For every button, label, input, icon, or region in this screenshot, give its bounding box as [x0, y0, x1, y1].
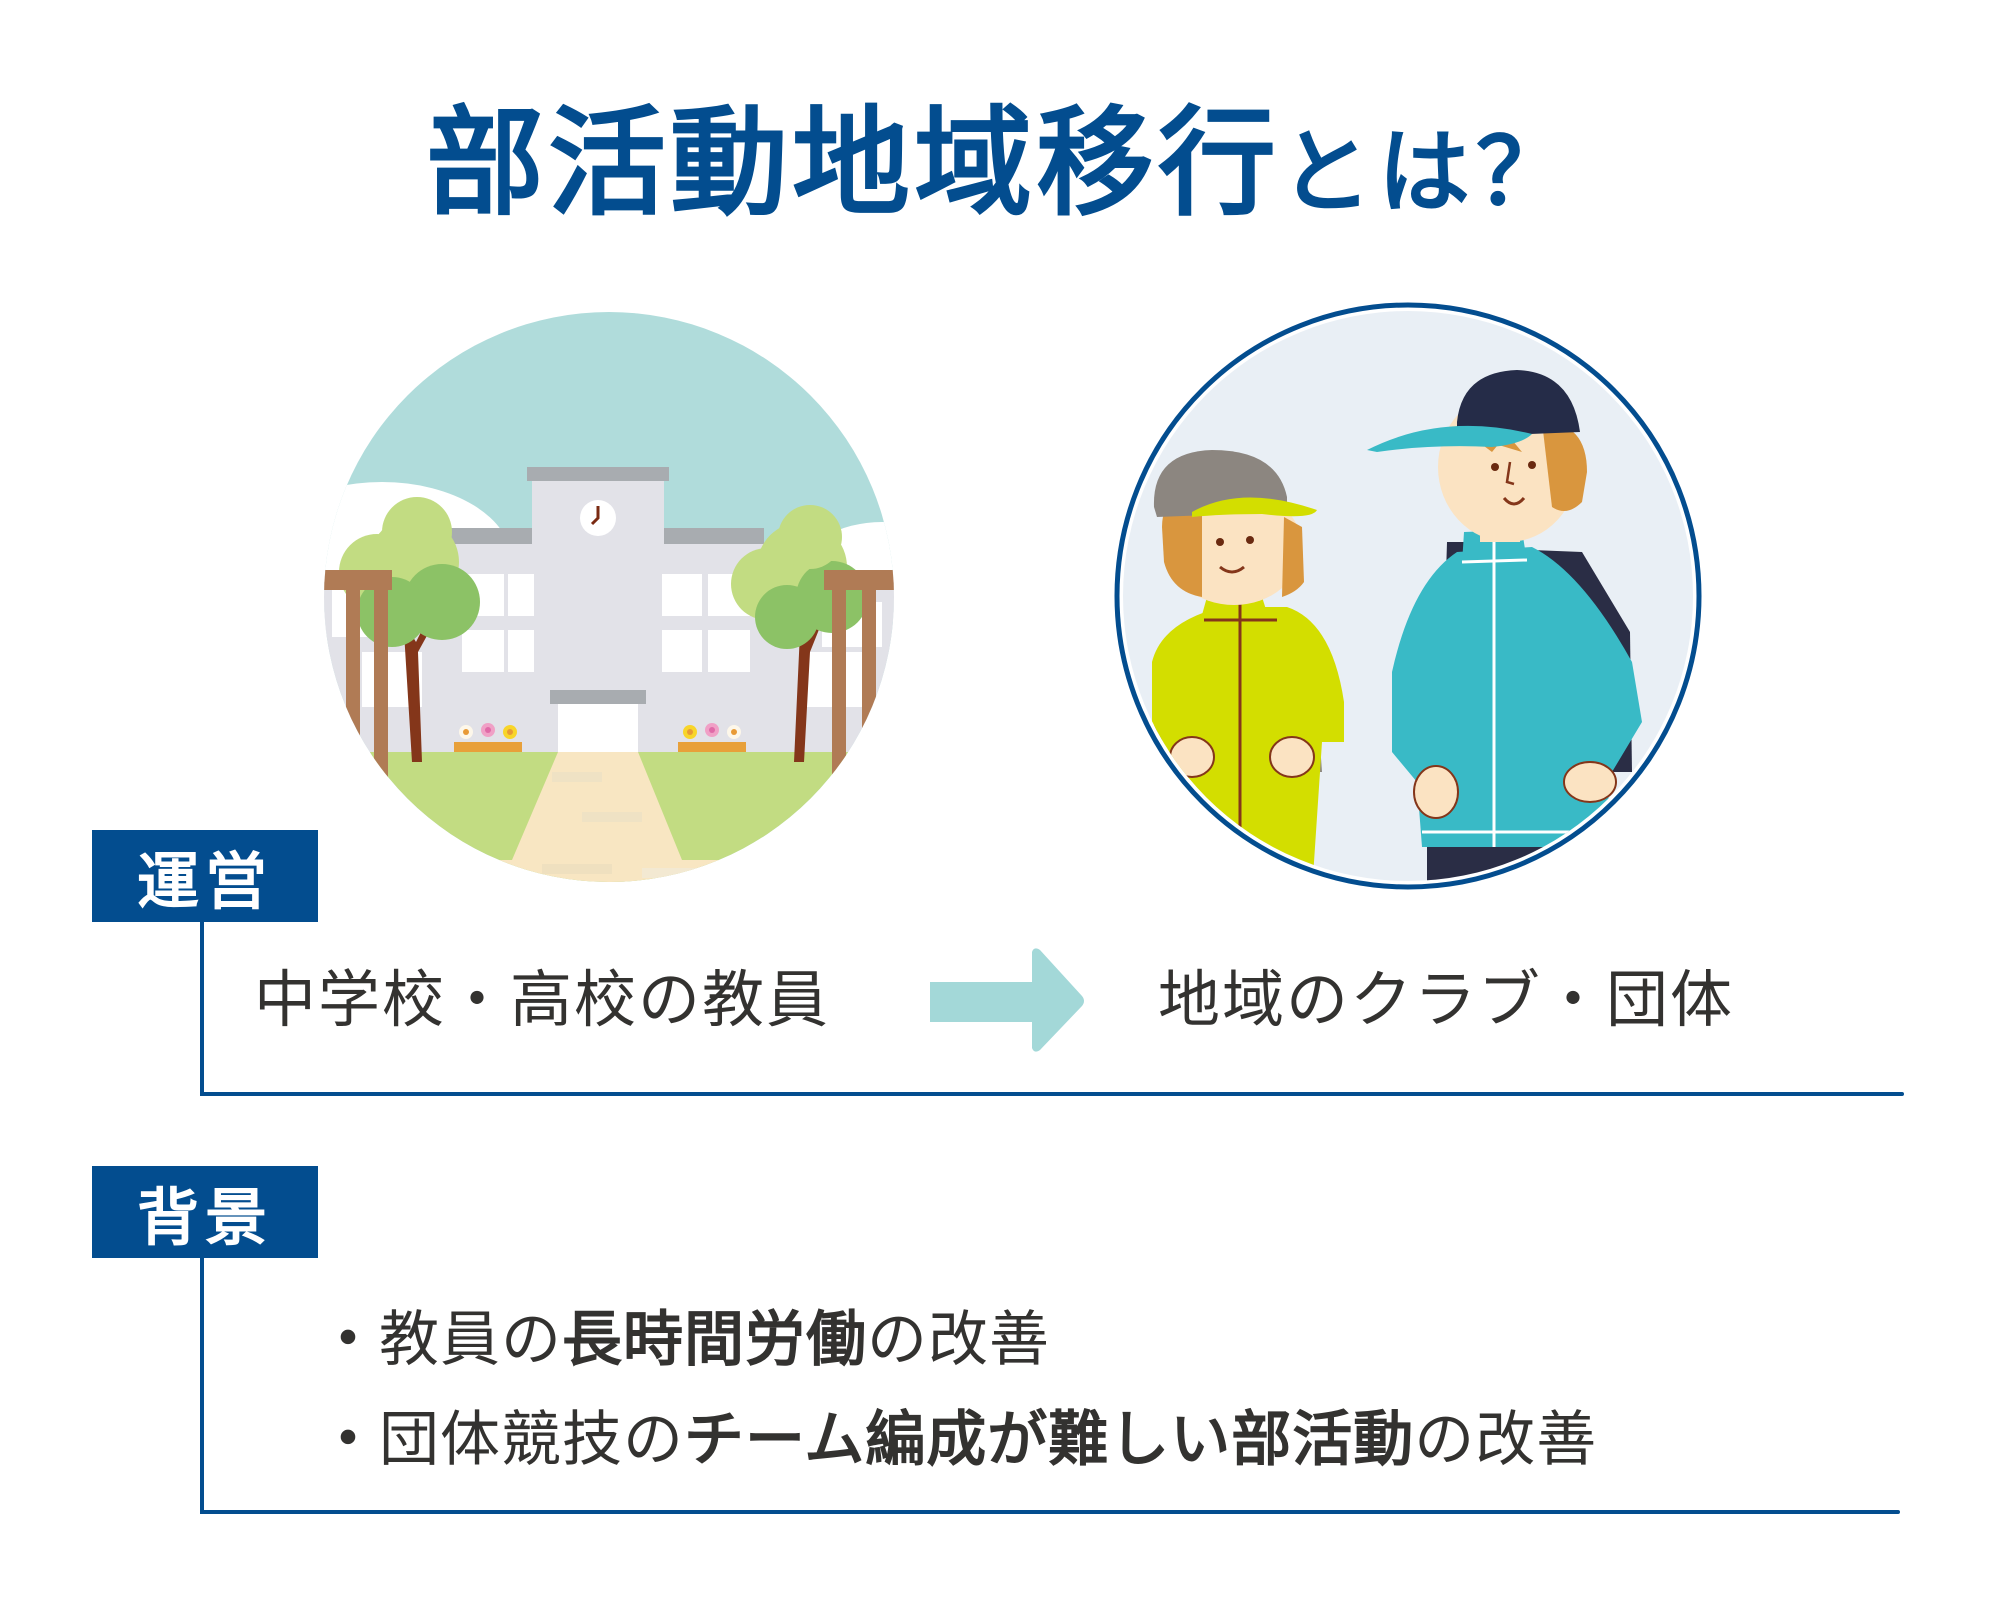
bullet-part-emphasis: 長時間労働	[562, 1305, 867, 1375]
school-building-illustration	[322, 312, 896, 882]
title-suffix: とは？	[1280, 119, 1575, 226]
title-main: 部活動地域移行	[425, 94, 1280, 232]
page-title: 部活動地域移行とは？	[0, 88, 2000, 248]
section-label-text: 背景	[136, 1181, 273, 1254]
section-label-background: 背景	[92, 1166, 318, 1258]
two-students-sportswear-illustration	[1112, 302, 1704, 892]
bullet-part: 教員の	[379, 1305, 562, 1375]
bracket-vertical-line	[200, 1258, 204, 1514]
bullet-part: の改善	[1414, 1405, 1598, 1475]
section-label-text: 運営	[136, 845, 273, 918]
from-text: 中学校・高校の教員	[254, 963, 831, 1036]
bullet-item: ・教員の長時間労働の改善	[318, 1300, 1050, 1380]
bullet-part: 団体競技の	[379, 1405, 684, 1475]
bracket-vertical-line	[200, 920, 204, 1096]
bullet-item: ・団体競技のチーム編成が難しい部活動の改善	[318, 1400, 1597, 1480]
bullet-marker: ・	[318, 1405, 379, 1475]
bullet-marker: ・	[318, 1305, 379, 1375]
arrow-right-icon	[926, 946, 1086, 1060]
bracket-horizontal-line	[200, 1510, 1900, 1514]
section-label-operation: 運営	[92, 830, 318, 922]
bracket-horizontal-line	[200, 1092, 1904, 1096]
to-text: 地域のクラブ・団体	[1158, 963, 1735, 1036]
bullet-part: の改善	[867, 1305, 1050, 1375]
bullet-part-emphasis: チーム編成が難しい部活動	[684, 1405, 1415, 1475]
